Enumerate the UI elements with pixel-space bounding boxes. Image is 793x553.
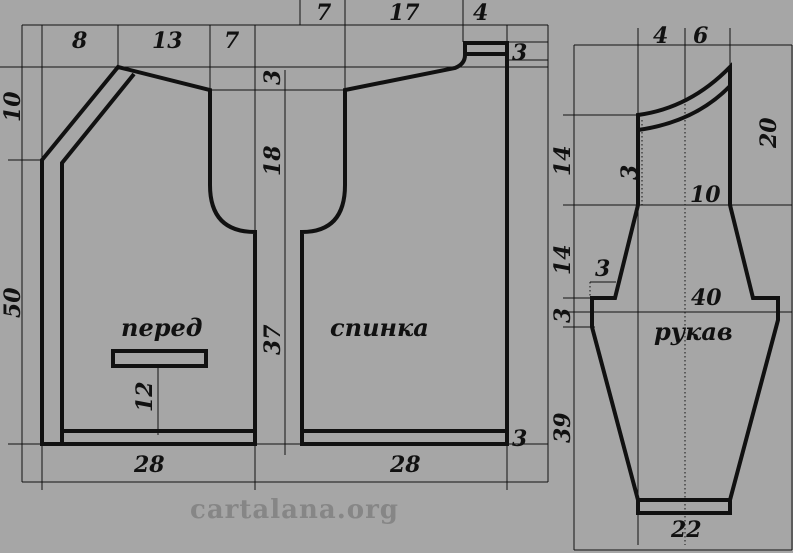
dim-sleeve-3b: 3 [595,256,610,282]
dim-sleeve-40: 40 [691,285,722,311]
front-neck-band [60,72,136,442]
label-sleeve: рукав [654,317,733,346]
dim-sleeve-6: 6 [693,23,708,49]
dim-mid-18: 18 [260,145,286,176]
dim-right-3-top: 3 [512,40,527,66]
dim-sleeve-3c: 3 [550,308,576,323]
sleeve-piece [590,62,780,515]
dim-bottom-28-back: 28 [389,452,421,478]
sleeve-cap-band [637,84,732,132]
back-piece [300,41,509,446]
dim-sleeve-10: 10 [690,182,721,208]
watermark-text: cartalana.org [190,495,399,525]
dim-pocket-12: 12 [132,381,158,412]
dim-sleeve-20: 20 [756,117,782,149]
dim-top-17: 17 [389,0,420,26]
dim-top-4: 4 [473,0,488,26]
dim-sleeve-39: 39 [550,412,576,443]
front-pocket [111,349,208,368]
dim-bottom-28-front: 28 [133,452,165,478]
dim-right-3-bottom: 3 [512,426,527,452]
dim-left-10: 10 [0,91,26,122]
dim-sleeve-14a: 14 [550,145,576,176]
dim-top-8: 8 [71,28,87,54]
dim-sleeve-22: 22 [670,517,702,543]
dim-sleeve-4: 4 [653,23,668,49]
label-back: спинка [330,313,429,342]
label-front: перед [121,313,202,342]
dim-sleeve-3a: 3 [617,165,643,180]
front-piece [40,64,257,446]
dim-top-7a: 7 [224,28,240,54]
dimension-labels: 8 13 7 7 17 4 3 10 50 3 18 37 12 28 28 3… [0,0,782,543]
dim-left-50: 50 [0,287,26,318]
dim-mid-3: 3 [260,70,286,85]
dim-mid-37: 37 [260,324,286,355]
dim-top-7b: 7 [316,0,332,26]
dim-top-13: 13 [152,28,183,54]
sleeve-dimension-lines [563,28,793,551]
dim-sleeve-14b: 14 [550,244,576,275]
